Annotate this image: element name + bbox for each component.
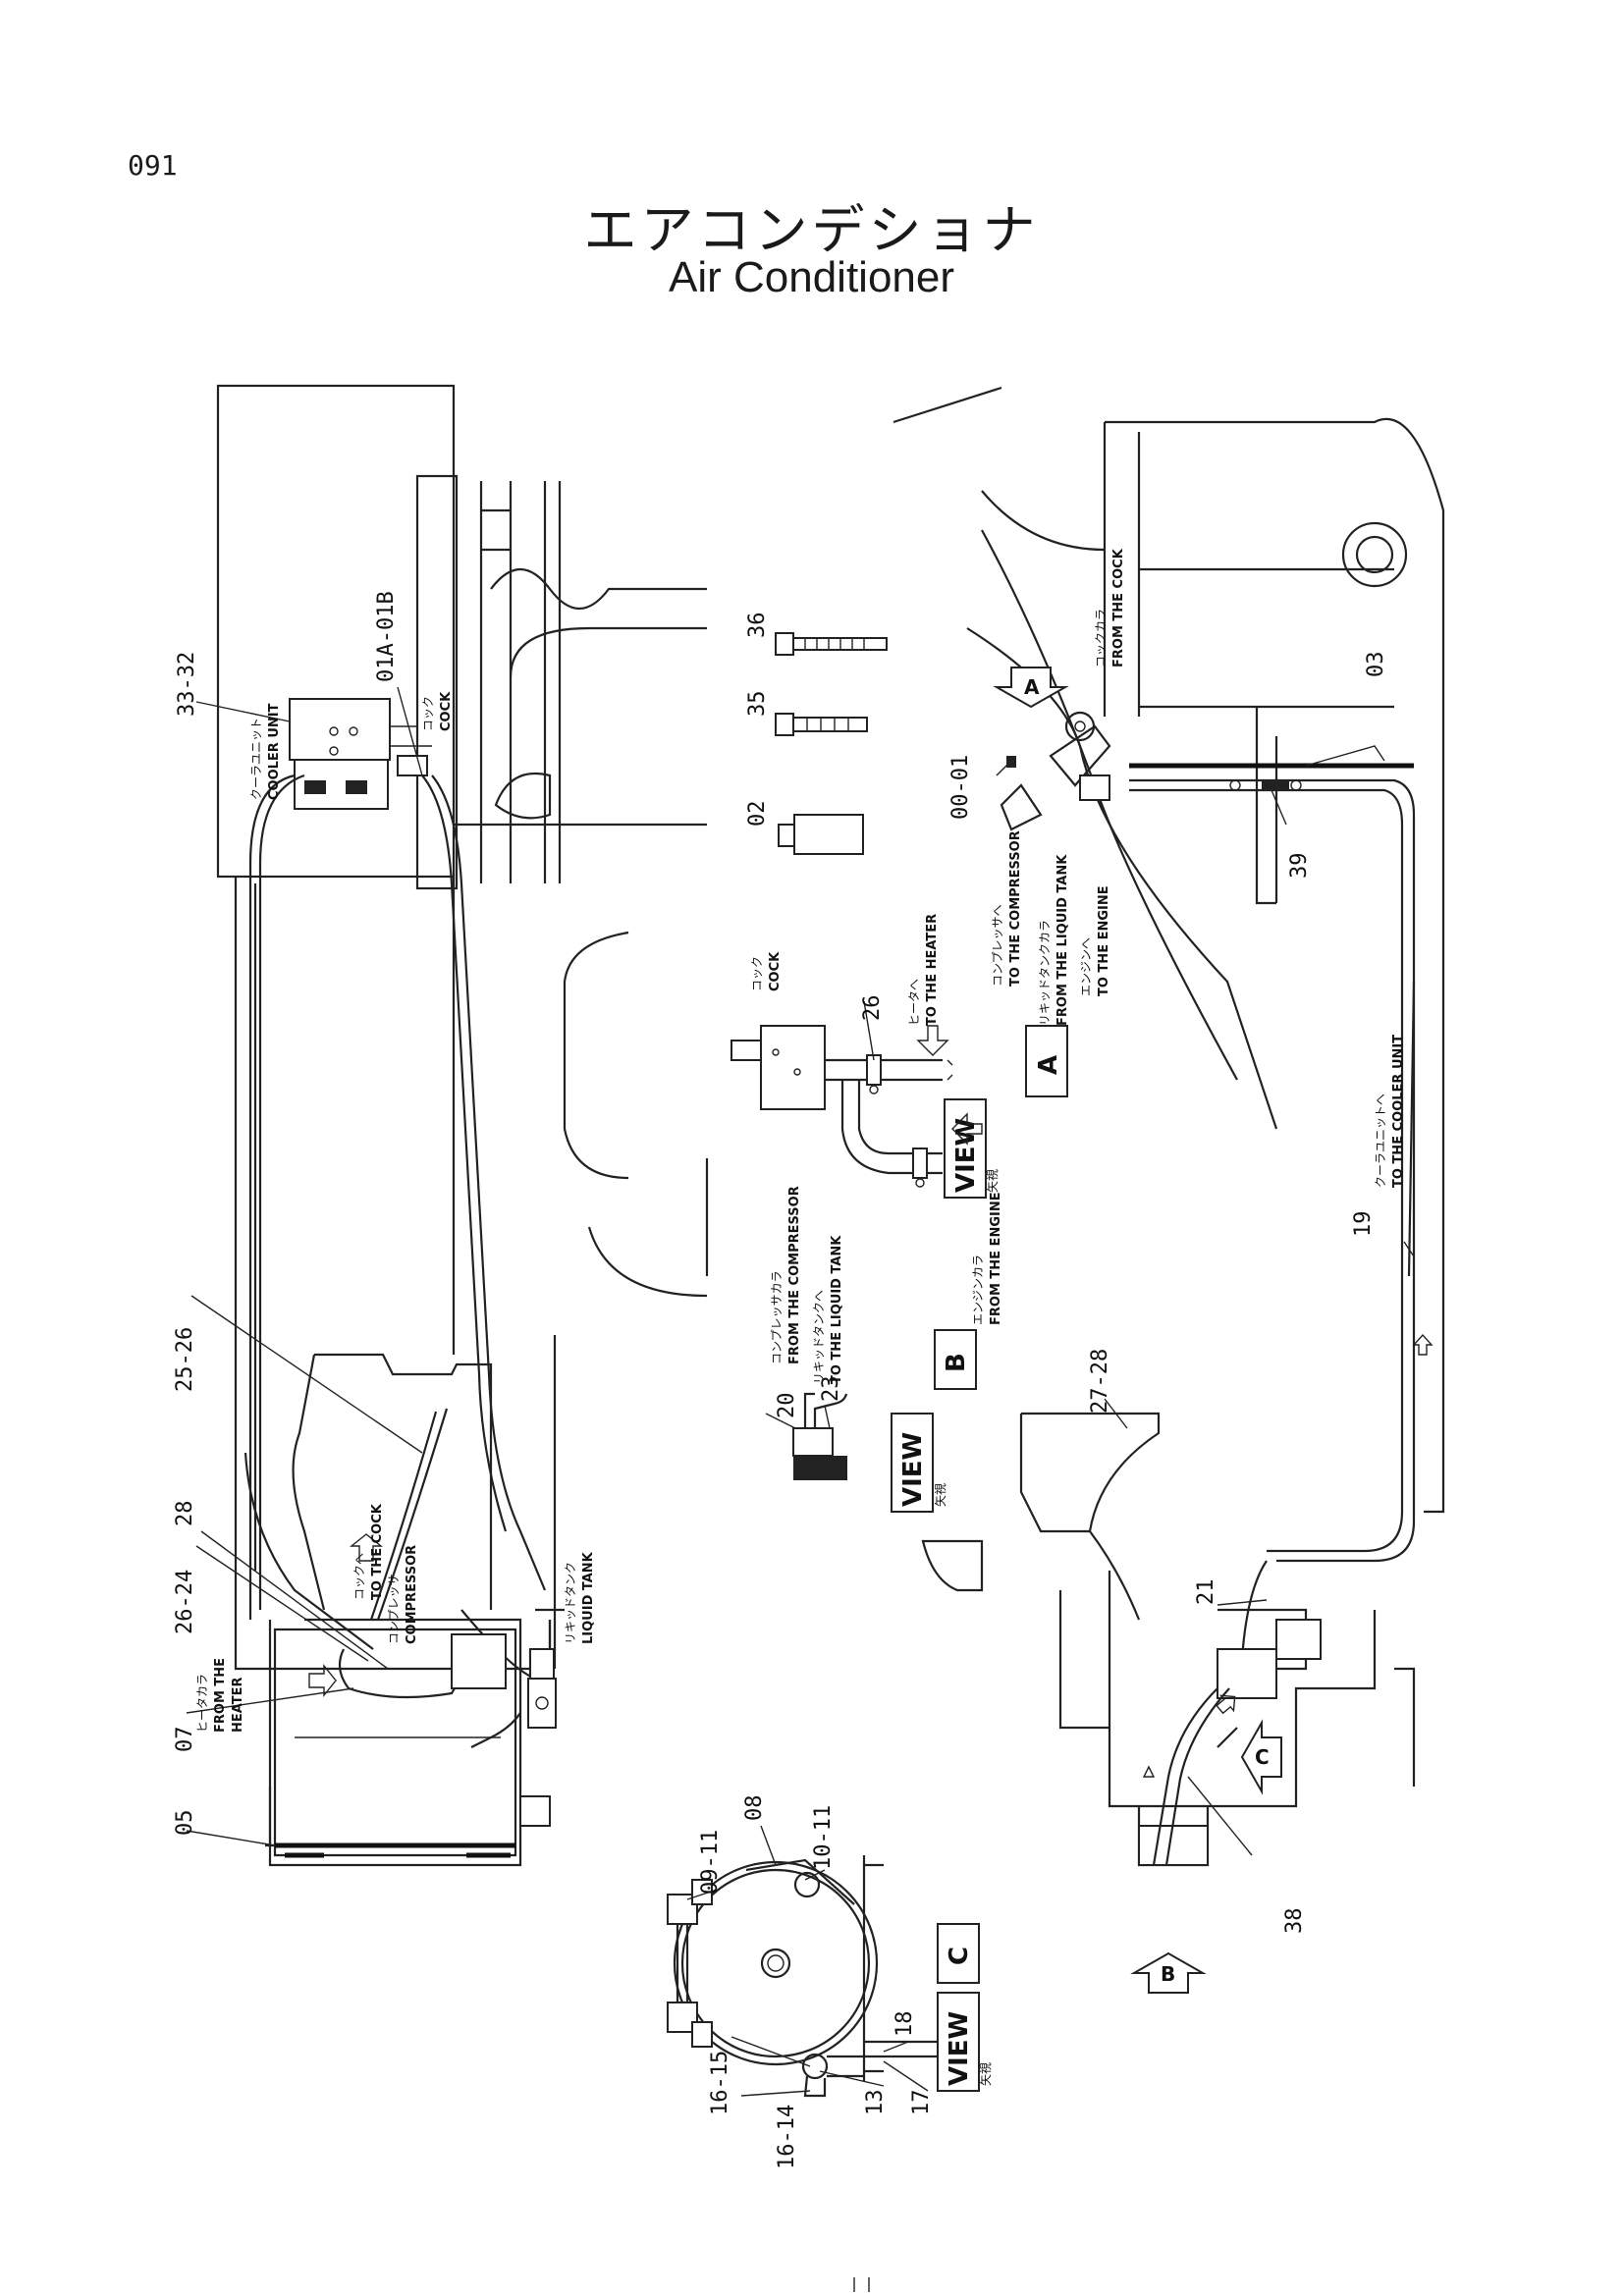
view-b-label: B VIEW 矢視 <box>891 1329 977 1513</box>
svg-text:TO THE COCK: TO THE COCK <box>370 1503 385 1600</box>
part-labels: 33-32 01A-01B 36 35 02 00-01 03 39 26 19… <box>173 591 1388 2169</box>
svg-text:エンジンへ: エンジンへ <box>1079 937 1093 996</box>
svg-text:VIEW: VIEW <box>951 1118 981 1193</box>
part-17: 17 <box>909 2090 934 2116</box>
view-arrow-c: C <box>1240 1719 1282 1795</box>
svg-text:クーラユニットへ: クーラユニットへ <box>1374 1094 1387 1188</box>
view-arrow-a: A <box>993 667 1069 709</box>
part-28: 28 <box>173 1501 197 1527</box>
view-c-label: C VIEW 矢視 <box>937 1923 993 2092</box>
loose-parts <box>775 632 888 855</box>
svg-text:A: A <box>1034 1055 1063 1075</box>
right-pipes <box>1129 763 1416 1660</box>
svg-text:矢視: 矢視 <box>933 1483 947 1507</box>
part-35: 35 <box>745 691 770 718</box>
svg-text:ヒータカラ: ヒータカラ <box>195 1674 209 1733</box>
engine-right <box>921 1412 1416 1867</box>
svg-text:LIQUID TANK: LIQUID TANK <box>581 1551 596 1644</box>
svg-text:FROM THE LIQUID TANK: FROM THE LIQUID TANK <box>1055 854 1070 1026</box>
svg-text:TO THE ENGINE: TO THE ENGINE <box>1097 885 1111 996</box>
svg-text:ヒータへ: ヒータへ <box>907 979 921 1026</box>
svg-text:B: B <box>942 1353 971 1372</box>
part-39: 39 <box>1287 853 1312 880</box>
part-16-15: 16-15 <box>708 2051 732 2115</box>
svg-text:矢視: 矢視 <box>985 1169 1000 1193</box>
svg-text:リキッドタンクカラ: リキッドタンクカラ <box>1038 920 1052 1026</box>
footer-marks <box>853 2277 870 2292</box>
svg-text:COCK: COCK <box>439 691 454 731</box>
svg-text:クーラユニット: クーラユニット <box>249 718 263 800</box>
part-09-11: 09-11 <box>698 1830 723 1895</box>
svg-text:TO THE COOLER UNIT: TO THE COOLER UNIT <box>1391 1035 1406 1188</box>
page-title-japanese: エアコンデショナ <box>583 199 1040 261</box>
engine-left <box>265 1353 556 1867</box>
part-25-26: 25-26 <box>173 1327 197 1392</box>
part-16-14: 16-14 <box>775 2105 799 2169</box>
cock-view-a <box>730 1025 953 1188</box>
svg-text:COCK: COCK <box>768 951 783 991</box>
view-arrow-b: B <box>1130 1951 1207 1994</box>
part-26-view-a: 26 <box>860 995 885 1022</box>
part-00-01: 00-01 <box>948 755 973 820</box>
svg-text:コンプレッサ: コンプレッサ <box>387 1574 401 1644</box>
svg-text:FROM THE COMPRESSOR: FROM THE COMPRESSOR <box>787 1186 802 1364</box>
svg-text:エンジンカラ: エンジンカラ <box>971 1255 985 1325</box>
part-19: 19 <box>1351 1211 1376 1238</box>
svg-text:TO THE HEATER: TO THE HEATER <box>925 914 940 1026</box>
flow-arrows <box>308 1025 1434 1778</box>
svg-text:コックカラ: コックカラ <box>1094 609 1108 667</box>
part-03: 03 <box>1364 652 1388 678</box>
left-pipes <box>243 774 551 1748</box>
cock-at-boom <box>1000 711 1111 831</box>
notes: クーラユニット COOLER UNIT コック COCK コンプレッサへ TO … <box>195 548 1406 1733</box>
svg-text:FROM THE: FROM THE <box>213 1658 228 1733</box>
leader-lines <box>186 686 1415 2097</box>
part-18: 18 <box>893 2011 917 2038</box>
part-36: 36 <box>745 613 770 639</box>
page-number: 091 <box>128 149 178 182</box>
liquid-tank <box>527 1678 557 1729</box>
svg-text:コックへ: コックへ <box>352 1553 366 1600</box>
part-23: 23 <box>819 1376 843 1403</box>
svg-text:B: B <box>1161 1962 1175 1986</box>
part-13: 13 <box>863 2090 888 2116</box>
svg-text:A: A <box>1024 675 1040 699</box>
svg-text:リキッドタンクへ: リキッドタンクへ <box>812 1290 826 1384</box>
svg-text:COOLER UNIT: COOLER UNIT <box>267 703 282 800</box>
svg-text:矢視: 矢視 <box>978 2062 993 2086</box>
part-01a-01b: 01A-01B <box>374 591 399 682</box>
svg-text:コック: コック <box>421 696 435 731</box>
part-20: 20 <box>775 1393 799 1419</box>
svg-text:C: C <box>945 1947 974 1965</box>
part-21: 21 <box>1194 1579 1218 1606</box>
svg-text:VIEW: VIEW <box>945 2011 974 2086</box>
page-title: Air Conditioner <box>668 253 955 301</box>
svg-text:C: C <box>1255 1745 1270 1769</box>
svg-text:TO THE COMPRESSOR: TO THE COMPRESSOR <box>1008 830 1023 987</box>
part-08: 08 <box>742 1795 767 1822</box>
cooler-unit <box>289 698 432 810</box>
part-10-11: 10-11 <box>811 1805 836 1870</box>
svg-text:FROM THE ENGINE: FROM THE ENGINE <box>989 1192 1003 1325</box>
svg-text:コンプレッサカラ: コンプレッサカラ <box>770 1270 784 1364</box>
svg-text:HEATER: HEATER <box>231 1677 245 1733</box>
part-05: 05 <box>173 1810 197 1837</box>
svg-text:コック: コック <box>750 956 764 991</box>
part-38: 38 <box>1282 1908 1307 1935</box>
part-02: 02 <box>745 801 770 828</box>
svg-text:リキッドタンク: リキッドタンク <box>564 1562 577 1644</box>
svg-text:FROM THE COCK: FROM THE COCK <box>1111 548 1126 667</box>
part-26-24: 26-24 <box>173 1570 197 1634</box>
part-27-28: 27-28 <box>1088 1349 1112 1414</box>
part-07: 07 <box>173 1727 197 1753</box>
svg-text:コンプレッサへ: コンプレッサへ <box>991 904 1004 987</box>
svg-text:TO THE LIQUID TANK: TO THE LIQUID TANK <box>830 1235 844 1384</box>
part-33-32: 33-32 <box>175 652 199 717</box>
view-b-part <box>792 1392 848 1480</box>
left-frame <box>216 384 709 1671</box>
svg-text:COMPRESSOR: COMPRESSOR <box>405 1545 419 1644</box>
view-a-label: A VIEW 矢視 <box>944 1025 1068 1199</box>
svg-text:VIEW: VIEW <box>898 1432 928 1507</box>
